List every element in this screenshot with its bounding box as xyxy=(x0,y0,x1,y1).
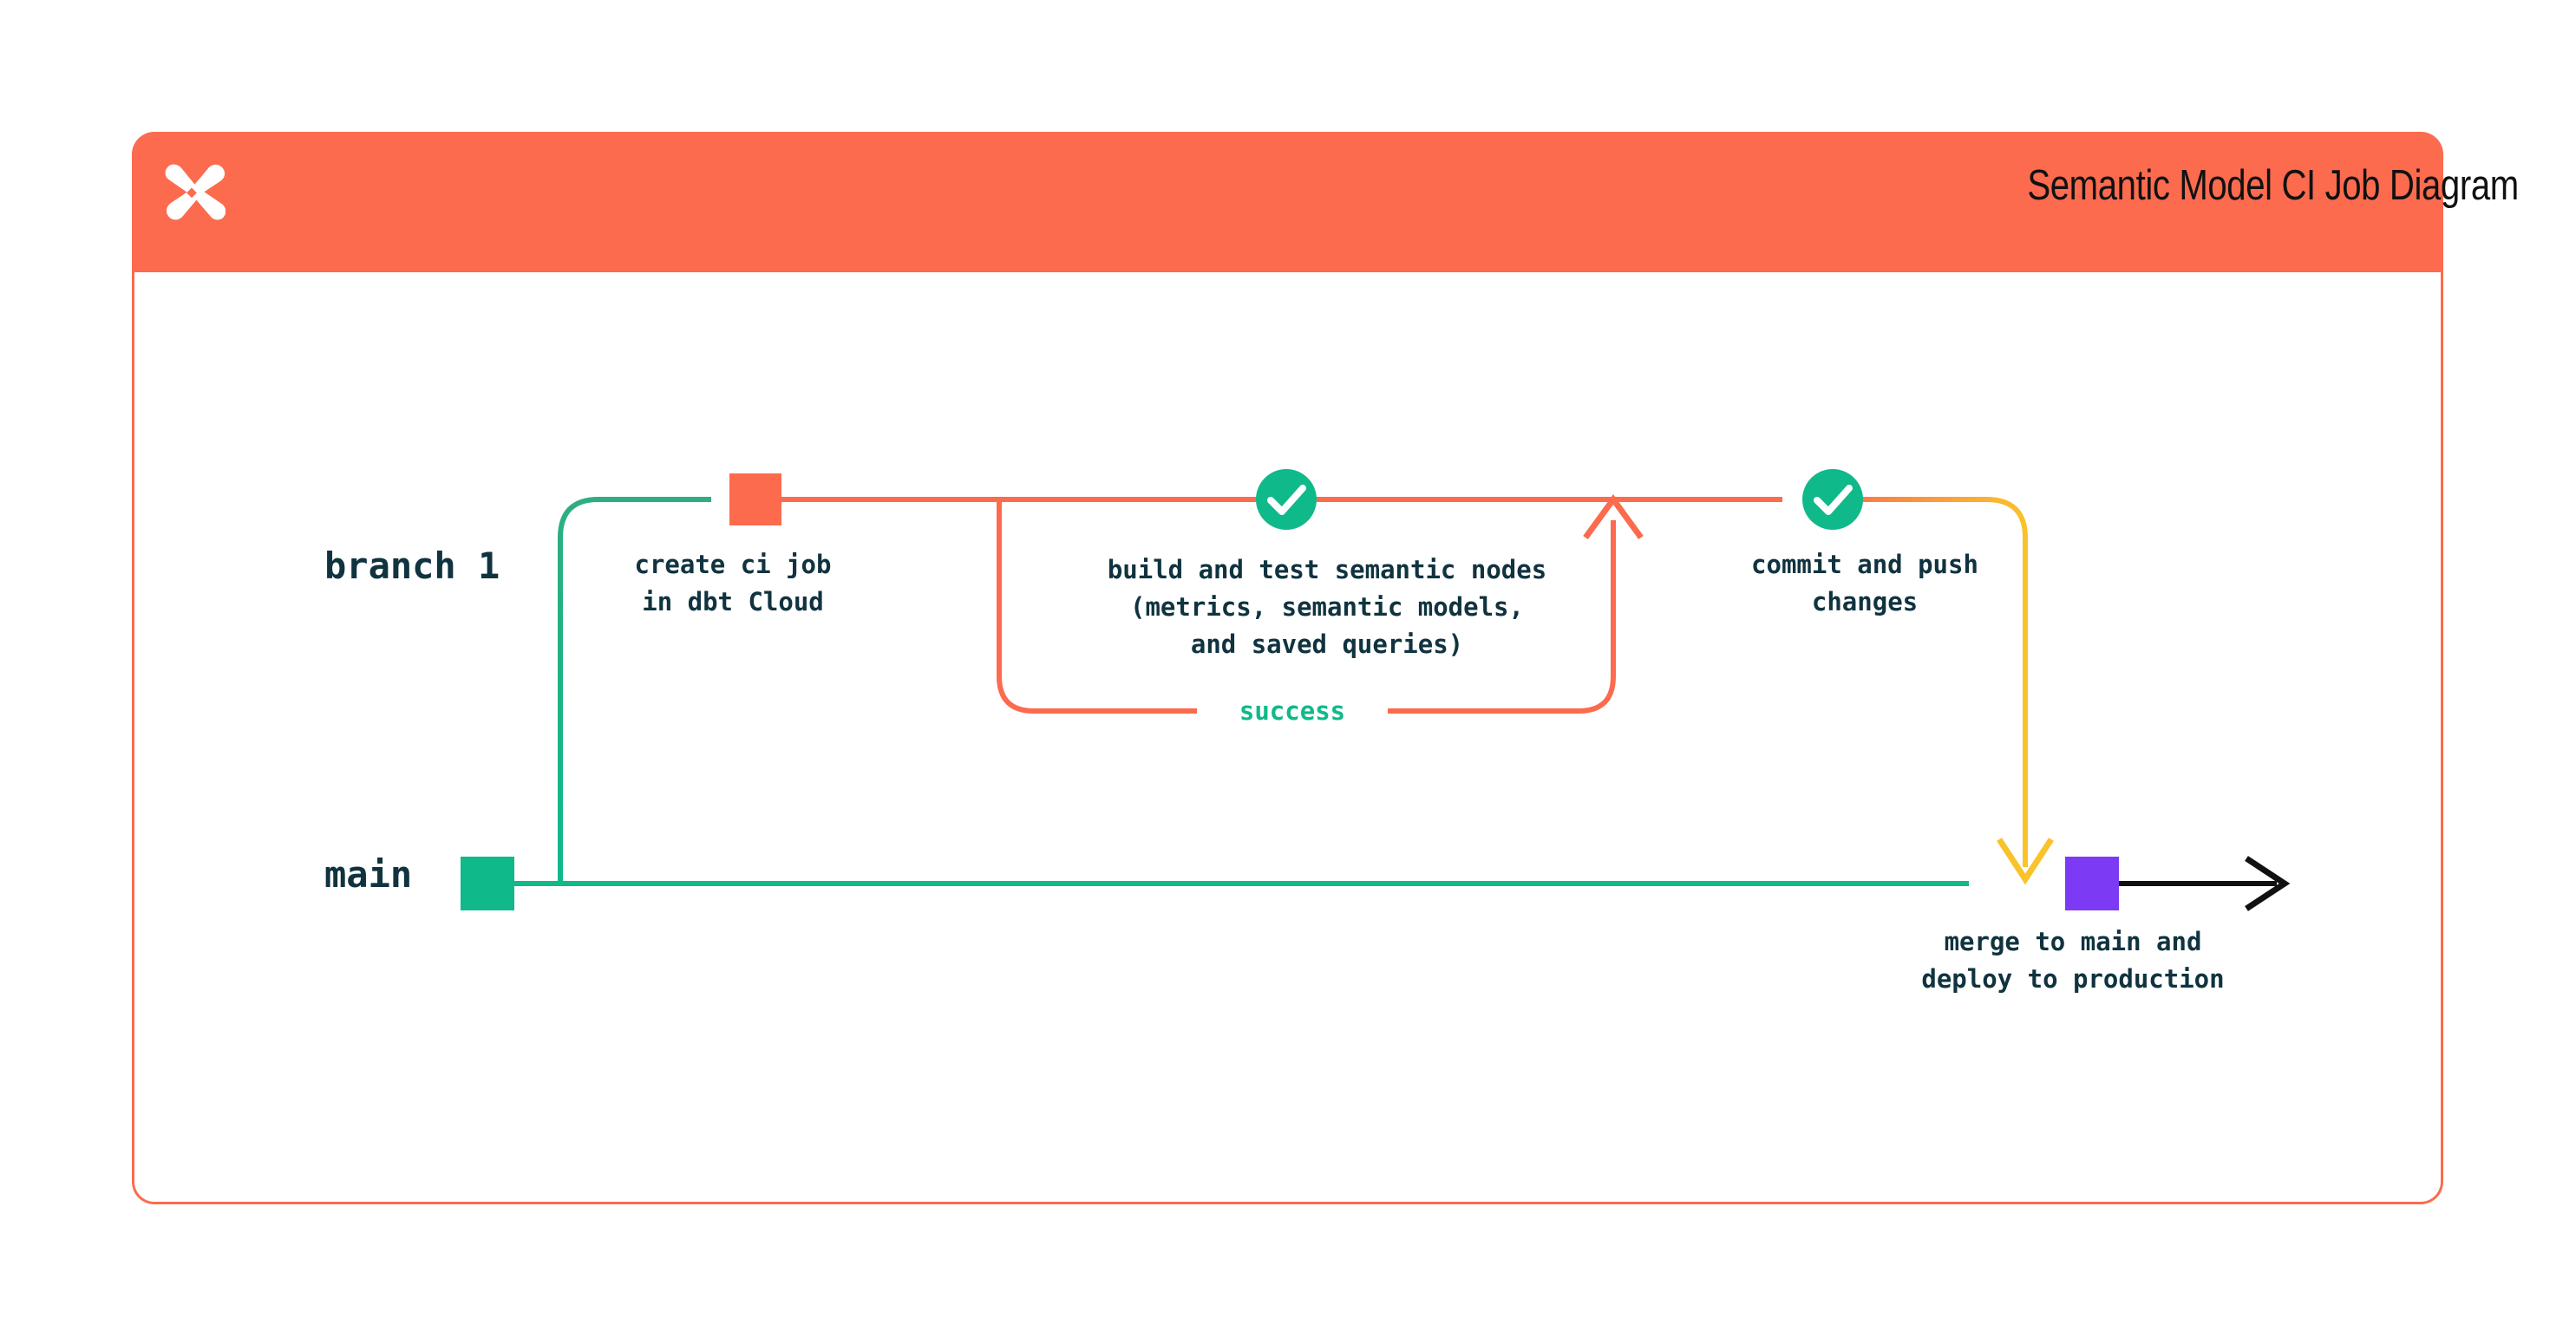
success-loop-label: success xyxy=(1197,696,1388,726)
caption-merge-to-main: merge to main and deploy to production xyxy=(1921,927,2225,994)
card-header xyxy=(132,132,2443,277)
branch-label-branch-1: branch 1 xyxy=(324,545,500,587)
card-body xyxy=(132,272,2443,1204)
branch-label-main: main xyxy=(324,853,413,896)
caption-create-ci-job: create ci job in dbt Cloud xyxy=(634,550,832,616)
caption-commit-and-push: commit and push changes xyxy=(1751,550,1978,616)
diagram-card xyxy=(132,132,2443,1204)
page-title: Semantic Model CI Job Diagram xyxy=(2027,162,2520,209)
dbt-logo-icon xyxy=(158,159,226,226)
caption-build-and-test: build and test semantic nodes (metrics, … xyxy=(1107,555,1547,659)
